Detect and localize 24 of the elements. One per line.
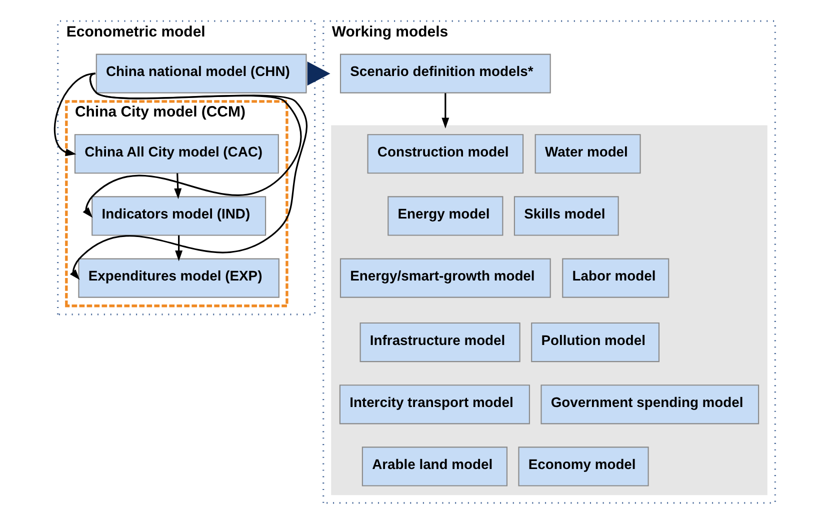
node-box: Intercity transport model [339, 384, 530, 424]
arrow [175, 235, 183, 262]
node-box: Government spending model [540, 384, 760, 424]
arrow [70, 72, 308, 280]
node-box: Construction model [367, 134, 524, 174]
node-box: Skills model [514, 196, 619, 236]
node-box: China All City model (CAC) [74, 134, 279, 174]
arrow [442, 93, 450, 128]
node-box: China national model (CHN) [96, 54, 307, 94]
arrow [307, 62, 330, 86]
node-box: Scenario definition models* [340, 54, 551, 94]
node-box: Water model [534, 134, 641, 174]
node-box: Labor model [562, 258, 670, 298]
node-box: Expenditures model (EXP) [78, 258, 280, 298]
node-box: Indicators model (IND) [92, 196, 266, 236]
arrow [54, 72, 96, 156]
node-box: Pollution model [531, 322, 660, 362]
arrow [174, 173, 182, 200]
node-box: Energy/smart-growth model [340, 258, 551, 298]
node-box: Infrastructure model [360, 322, 520, 362]
node-box: Arable land model [362, 446, 508, 486]
node-box: Energy model [388, 196, 504, 236]
cluster [331, 125, 768, 496]
node-box: Economy model [518, 446, 649, 486]
